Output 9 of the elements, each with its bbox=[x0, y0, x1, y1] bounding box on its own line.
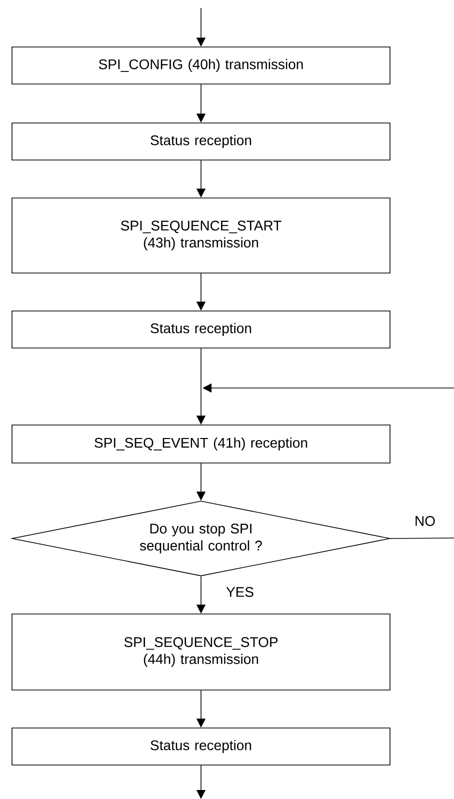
process-box: SPI_SEQ_EVENT (41h) reception bbox=[12, 424, 390, 464]
edge-label: NO bbox=[414, 515, 436, 527]
process-box: SPI_CONFIG (40h) transmission bbox=[12, 46, 390, 84]
process-box: SPI_SEQUENCE_STOP (44h) transmission bbox=[12, 614, 390, 690]
process-box: Status reception bbox=[12, 310, 390, 348]
process-box: Status reception bbox=[12, 122, 390, 160]
edge-label: YES bbox=[225, 586, 255, 598]
process-box: SPI_SEQUENCE_START (43h) transmission bbox=[12, 198, 390, 274]
process-box: Status reception bbox=[12, 728, 390, 766]
